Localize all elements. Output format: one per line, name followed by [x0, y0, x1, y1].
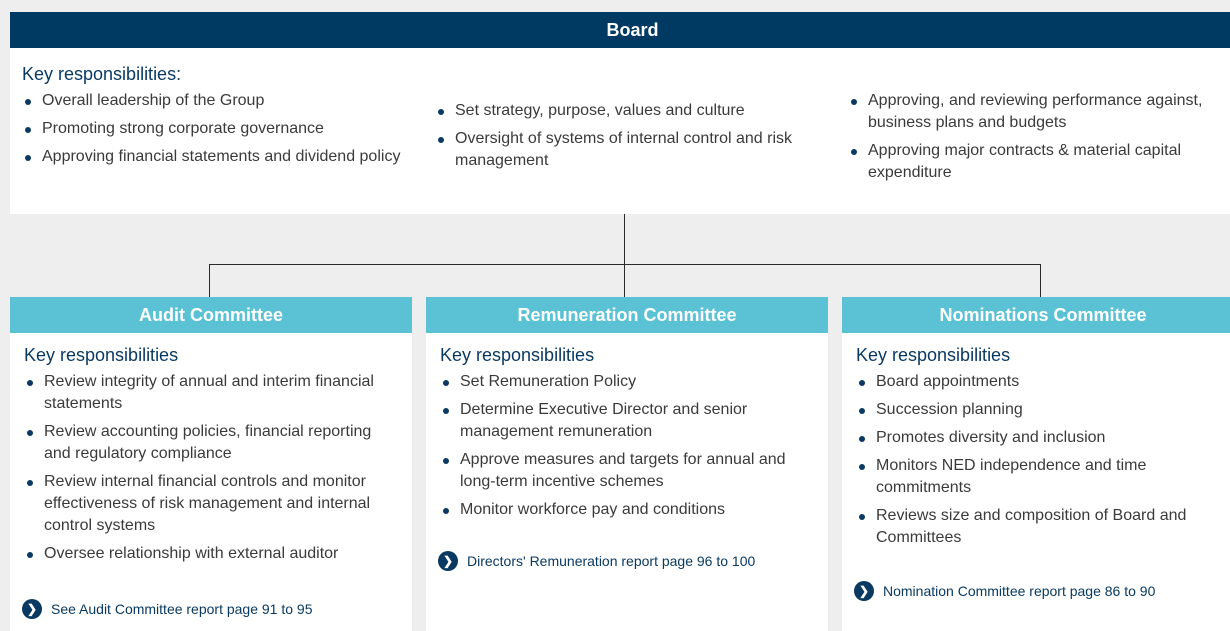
card-title: Audit Committee: [10, 297, 412, 333]
report-link-label: Nomination Committee report page 86 to 9…: [883, 583, 1156, 599]
responsibilities-list: Set Remuneration Policy Determine Execut…: [440, 371, 810, 527]
report-link[interactable]: ❯ Directors' Remuneration report page 96…: [438, 551, 755, 571]
list-item: Approve measures and targets for annual …: [440, 449, 810, 493]
list-item: Review accounting policies, financial re…: [24, 421, 394, 465]
connector-vertical-main: [624, 214, 625, 264]
connector-audit: [209, 264, 210, 297]
report-link[interactable]: ❯ Nomination Committee report page 86 to…: [854, 581, 1155, 601]
chevron-right-circle-icon: ❯: [22, 599, 42, 619]
connector-nominations: [1040, 264, 1041, 297]
board-subtitle: Key responsibilities:: [22, 64, 182, 84]
list-item: Monitor workforce pay and conditions: [440, 499, 810, 521]
list-item: Board appointments: [856, 371, 1226, 393]
chevron-right-circle-icon: ❯: [854, 581, 874, 601]
report-link-label: Directors' Remuneration report page 96 t…: [467, 553, 756, 569]
list-item: Oversee relationship with external audit…: [24, 543, 394, 565]
remuneration-committee-card: Remuneration Committee Key responsibilit…: [426, 297, 828, 631]
card-subtitle: Key responsibilities: [856, 345, 1011, 365]
card-subtitle: Key responsibilities: [440, 345, 595, 365]
list-item: Succession planning: [856, 399, 1226, 421]
connector-remuneration: [624, 264, 625, 297]
card-subtitle: Key responsibilities: [24, 345, 179, 365]
board-responsibilities: Key responsibilities: Overall leadership…: [10, 48, 1230, 214]
list-item: Promotes diversity and inclusion: [856, 427, 1226, 449]
nominations-committee-card: Nominations Committee Key responsibiliti…: [842, 297, 1230, 631]
list-item: Approving major contracts & material cap…: [848, 140, 1230, 184]
list-item: Set Remuneration Policy: [440, 371, 810, 393]
list-item: Approving financial statements and divid…: [22, 146, 402, 168]
list-item: Promoting strong corporate governance: [22, 118, 402, 140]
list-item: Monitors NED independence and time commi…: [856, 455, 1226, 499]
responsibilities-list: Review integrity of annual and interim f…: [24, 371, 394, 571]
list-item: Approving, and reviewing performance aga…: [848, 90, 1230, 134]
report-link-label: See Audit Committee report page 91 to 95: [51, 601, 313, 617]
board-list-col3: Approving, and reviewing performance aga…: [848, 90, 1230, 190]
audit-committee-card: Audit Committee Key responsibilities Rev…: [10, 297, 412, 631]
board-list-col2: Set strategy, purpose, values and cultur…: [435, 100, 820, 178]
board-list-col1: Overall leadership of the Group Promotin…: [22, 90, 402, 174]
list-item: Review integrity of annual and interim f…: [24, 371, 394, 415]
card-title: Nominations Committee: [842, 297, 1230, 333]
list-item: Review internal financial controls and m…: [24, 471, 394, 537]
list-item: Set strategy, purpose, values and cultur…: [435, 100, 820, 122]
chevron-right-circle-icon: ❯: [438, 551, 458, 571]
list-item: Overall leadership of the Group: [22, 90, 402, 112]
card-title: Remuneration Committee: [426, 297, 828, 333]
responsibilities-list: Board appointments Succession planning P…: [856, 371, 1226, 555]
list-item: Reviews size and composition of Board an…: [856, 505, 1226, 549]
board-header: Board: [10, 12, 1230, 48]
report-link[interactable]: ❯ See Audit Committee report page 91 to …: [22, 599, 313, 619]
list-item: Oversight of systems of internal control…: [435, 128, 820, 172]
list-item: Determine Executive Director and senior …: [440, 399, 810, 443]
